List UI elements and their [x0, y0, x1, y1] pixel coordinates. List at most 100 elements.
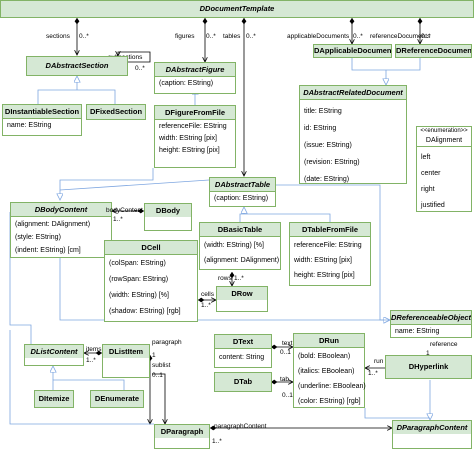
attr-basictable-1: (alignment: DAlignment) [204, 257, 280, 264]
label-paragraph-mult: 1 [152, 352, 156, 359]
label-tables-mult: 0..* [246, 33, 256, 40]
class-dtext[interactable]: DText content: String [214, 334, 272, 368]
attr-cell-0: (colSpan: EString) [109, 260, 166, 267]
class-ddocumenttemplate[interactable]: DDocumentTemplate [0, 0, 474, 18]
label-rows: rows [218, 275, 232, 282]
class-dcell-name: DCell [105, 241, 197, 255]
generalization-run [364, 408, 430, 419]
attr-bodycontent-0: (alignment: DAlignment) [15, 221, 91, 228]
label-rows-mult: 1..* [234, 275, 244, 282]
class-dlistitem-name: DListItem [103, 345, 149, 358]
class-dreferenceableobject[interactable]: DReferenceableObject name: EString [390, 310, 472, 338]
label-reference: reference [430, 341, 458, 348]
class-ditemize[interactable]: DItemize [34, 390, 74, 408]
class-dparagraphcontent-name: DParagraphContent [393, 421, 471, 434]
label-reference-documents: referenceDocuments [370, 33, 431, 40]
class-dbodycontent[interactable]: DBodyContent (alignment: DAlignment) (st… [10, 202, 112, 258]
class-dapplicabledocument[interactable]: DApplicableDocument [313, 44, 392, 58]
label-applicable-documents-mult: 0..* [353, 33, 363, 40]
attr-figurefromfile-1: width: EString [pix] [159, 135, 217, 142]
attr-instantiablesection-0: name: EString [7, 122, 52, 129]
class-dabstracttable[interactable]: DAbstractTable (caption: EString) [209, 177, 276, 207]
attr-basictable-0: (width: EString) [%] [204, 242, 264, 249]
enum-dalignment[interactable]: <<enumeration>> DAlignment left center r… [416, 126, 472, 212]
attr-figurefromfile-2: height: EString [pix] [159, 147, 220, 154]
label-subsections-mult: 0..* [135, 65, 145, 72]
class-dbody[interactable]: DBody [144, 203, 192, 231]
generalization-items [52, 379, 125, 390]
label-sections: sections [46, 33, 70, 40]
label-cells: cells [201, 291, 215, 298]
class-denumerate[interactable]: DEnumerate [90, 390, 144, 408]
label-run-mult: 1..* [368, 370, 378, 377]
attr-text-0: content: String [219, 354, 265, 361]
attr-relateddocument-2: (issue: EString) [304, 142, 352, 149]
class-dbasictable[interactable]: DBasicTable (width: EString) [%] (alignm… [199, 222, 281, 270]
class-dinstantiablesection-name: DInstantiableSection [3, 105, 81, 119]
label-tab: tab [280, 376, 290, 383]
class-dreferencedocument-name: DReferenceDocument [396, 45, 471, 57]
enum-dalignment-stereotype: <<enumeration>> [417, 127, 471, 136]
class-dhyperlink[interactable]: DHyperlink [385, 355, 472, 379]
generalization-list-body [9, 212, 32, 344]
label-tables: tables [223, 33, 241, 40]
label-applicable-documents: applicableDocuments [287, 33, 350, 40]
class-dinstantiablesection[interactable]: DInstantiableSection name: EString [2, 104, 82, 136]
enum-literal-1: center [421, 170, 441, 177]
attr-tablefromfile-0: referenceFile: EString [294, 242, 362, 249]
label-items-mult: 1..* [86, 357, 96, 364]
attr-tablefromfile-2: height: EString [pix] [294, 272, 355, 279]
enum-literal-3: justified [421, 202, 445, 209]
attr-referenceableobject-0: name: EString [395, 328, 440, 335]
label-sublist: sublist [152, 362, 171, 369]
class-drun[interactable]: DRun (bold: EBoolean) (italics: EBoolean… [293, 333, 366, 408]
class-dbody-name: DBody [145, 204, 191, 217]
class-dabstractsection[interactable]: DAbstractSection [26, 56, 128, 76]
class-dlistitem[interactable]: DListItem [102, 344, 150, 378]
class-dbasictable-name: DBasicTable [200, 223, 280, 237]
attr-bodycontent-2: (indent: EString) [cm] [15, 247, 81, 254]
class-dlistcontent[interactable]: DListContent [24, 344, 84, 366]
attr-relateddocument-4: (date: EString) [304, 176, 350, 183]
class-dparagraphcontent[interactable]: DParagraphContent [392, 420, 472, 449]
generalization-table-body [59, 179, 210, 191]
class-dtab[interactable]: DTab [214, 372, 272, 392]
class-denumerate-name: DEnumerate [91, 391, 143, 407]
class-dreferencedocument[interactable]: DReferenceDocument [395, 44, 472, 58]
class-dtablefromfile[interactable]: DTableFromFile referenceFile: EString wi… [289, 222, 371, 286]
class-dabstractrelateddocument-name: DAbstractRelatedDocument [300, 86, 406, 100]
label-cells-mult: 1..* [201, 302, 211, 309]
generalization-sections [37, 89, 116, 104]
class-dfixedsection[interactable]: DFixedSection [86, 104, 146, 120]
class-dtab-name: DTab [215, 373, 271, 391]
label-sections-mult: 0..* [79, 33, 89, 40]
class-dabstractrelateddocument[interactable]: DAbstractRelatedDocument title: EString … [299, 85, 407, 184]
class-dfigurefromfile[interactable]: DFigureFromFile referenceFile: EString w… [154, 105, 236, 168]
class-dabstractfigure[interactable]: DAbstractFigure (caption: EString) [154, 62, 236, 94]
attr-run-0: (bold: EBoolean) [298, 353, 351, 360]
class-dapplicabledocument-name: DApplicableDocument [314, 45, 391, 57]
label-reference-documents-mult: 0..* [421, 33, 431, 40]
attr-cell-3: (shadow: EString) [rgb] [109, 308, 181, 315]
class-dfigurefromfile-name: DFigureFromFile [155, 106, 235, 120]
class-drow[interactable]: DRow [216, 286, 268, 312]
label-body-content: bodyContent [106, 207, 143, 214]
class-dparagraph[interactable]: DParagraph [154, 424, 210, 449]
label-body-content-mult: 1..* [113, 216, 123, 223]
class-dcell[interactable]: DCell (colSpan: EString) (rowSpan: EStri… [104, 240, 198, 322]
generalization-ref-body [59, 258, 390, 321]
label-reference-mult: 1 [426, 350, 430, 357]
class-ditemize-name: DItemize [35, 391, 73, 407]
attr-abstracttable-0: (caption: EString) [214, 195, 269, 202]
class-dtext-name: DText [215, 335, 271, 349]
generalization-tables [239, 213, 331, 222]
attr-cell-1: (rowSpan: EString) [109, 276, 169, 283]
attr-bodycontent-1: (style: EString) [15, 234, 61, 241]
attr-relateddocument-3: (revision: EString) [304, 159, 360, 166]
attr-cell-2: (width: EString) [%] [109, 292, 169, 299]
enum-literal-2: right [421, 186, 435, 193]
class-dfixedsection-name: DFixedSection [87, 105, 145, 119]
label-items: items [86, 346, 102, 353]
